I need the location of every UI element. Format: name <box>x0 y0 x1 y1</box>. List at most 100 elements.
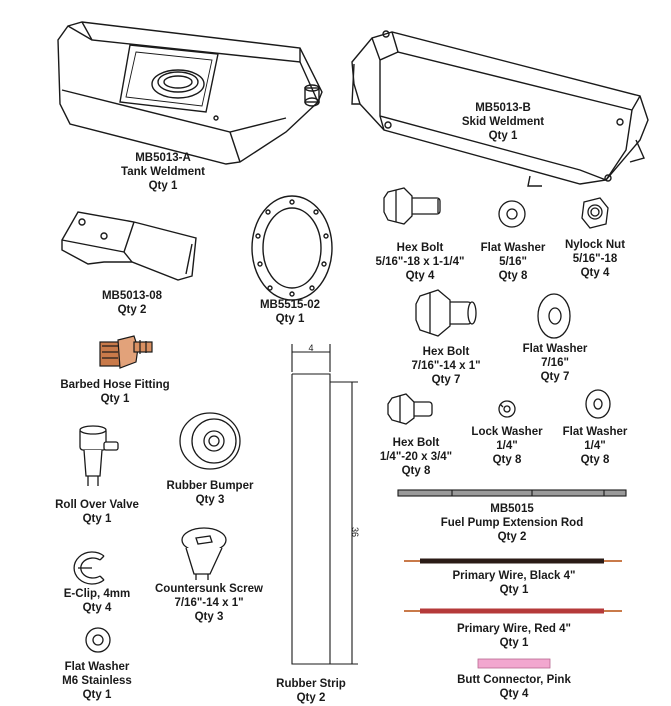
label-hex-bolt-7-16: Hex Bolt 7/16"-14 x 1" Qty 7 <box>396 345 496 387</box>
hex-bolt-7-16-drawing <box>415 289 477 337</box>
part-size: M6 Stainless <box>62 675 132 687</box>
part-qty: Qty 3 <box>194 611 224 623</box>
fuel-pump-extension-rod-drawing <box>397 489 627 497</box>
part-name: Skid Weldment <box>461 116 545 128</box>
gasket-drawing <box>251 195 333 301</box>
label-barbed-hose-fitting: Barbed Hose Fitting Qty 1 <box>50 378 180 406</box>
label-tank-weldment: MB5013-A Tank Weldment Qty 1 <box>98 151 228 193</box>
label-hex-bolt-1-4: Hex Bolt 1/4"-20 x 3/4" Qty 8 <box>364 436 468 478</box>
label-flat-washer-7-16: Flat Washer 7/16" Qty 7 <box>512 342 598 384</box>
label-nylock-nut: Nylock Nut 5/16"-18 Qty 4 <box>552 238 638 280</box>
part-name: Roll Over Valve <box>55 499 139 511</box>
part-qty: Qty 1 <box>100 393 130 405</box>
strip-width-dimension: 4 <box>308 343 314 353</box>
hex-bolt-5-16-drawing <box>383 187 441 225</box>
label-skid-weldment: MB5013-B Skid Weldment Qty 1 <box>438 101 568 143</box>
butt-connector-drawing <box>477 658 551 669</box>
part-qty: Qty 1 <box>499 637 529 649</box>
part-name: Rubber Bumper <box>166 480 254 492</box>
part-qty: Qty 7 <box>431 374 461 386</box>
part-qty: Qty 1 <box>82 513 112 525</box>
part-name: Primary Wire, Black 4" <box>452 570 576 582</box>
part-qty: Qty 2 <box>117 304 147 316</box>
lock-washer-drawing <box>498 400 516 418</box>
part-qty: Qty 7 <box>540 371 570 383</box>
part-qty: Qty 4 <box>580 267 610 279</box>
part-number: MB5515-02 <box>259 299 321 311</box>
part-number: MB5013-A <box>135 152 191 164</box>
label-flat-washer-5-16: Flat Washer 5/16" Qty 8 <box>470 241 556 283</box>
label-hex-bolt-5-16: Hex Bolt 5/16"-18 x 1-1/4" Qty 4 <box>364 241 476 283</box>
part-name: Fuel Pump Extension Rod <box>440 517 584 529</box>
label-lock-washer: Lock Washer 1/4" Qty 8 <box>464 425 550 467</box>
rubber-bumper-drawing <box>179 412 241 470</box>
barbed-hose-fitting-drawing <box>99 335 153 369</box>
part-number: MB5015 <box>490 503 534 515</box>
part-qty: Qty 2 <box>497 531 527 543</box>
part-size: 1/4"-20 x 3/4" <box>379 451 453 463</box>
label-rubber-strip: Rubber Strip Qty 2 <box>266 677 356 705</box>
label-roll-over-valve: Roll Over Valve Qty 1 <box>44 498 150 526</box>
roll-over-valve-drawing <box>79 425 119 486</box>
part-name: Flat Washer <box>480 242 546 254</box>
rubber-strip-drawing <box>291 344 358 665</box>
part-qty: Qty 4 <box>82 602 112 614</box>
label-bracket: MB5013-08 Qty 2 <box>82 289 182 317</box>
label-gasket: MB5515-02 Qty 1 <box>240 298 340 326</box>
part-size: 5/16"-18 x 1-1/4" <box>375 256 465 268</box>
label-primary-wire-black: Primary Wire, Black 4" Qty 1 <box>426 569 602 597</box>
part-size: 7/16"-14 x 1" <box>174 597 244 609</box>
part-name: E-Clip, 4mm <box>63 588 131 600</box>
flat-washer-5-16-drawing <box>498 200 526 228</box>
part-qty: Qty 1 <box>148 180 178 192</box>
label-flat-washer-m6: Flat Washer M6 Stainless Qty 1 <box>52 660 142 702</box>
part-qty: Qty 1 <box>275 313 305 325</box>
part-qty: Qty 1 <box>499 584 529 596</box>
part-number: MB5013-08 <box>101 290 163 302</box>
part-name: Flat Washer <box>522 343 588 355</box>
tank-weldment-drawing <box>57 21 323 165</box>
part-qty: Qty 8 <box>580 454 610 466</box>
part-name: Barbed Hose Fitting <box>60 379 170 391</box>
part-name: Flat Washer <box>64 661 130 673</box>
part-size: 7/16" <box>541 357 569 369</box>
skid-weldment-drawing <box>351 30 649 187</box>
label-rubber-bumper: Rubber Bumper Qty 3 <box>156 479 264 507</box>
e-clip-drawing <box>73 551 105 585</box>
part-qty: Qty 4 <box>499 688 529 700</box>
part-qty: Qty 1 <box>82 689 112 701</box>
flat-washer-1-4-drawing <box>585 389 611 419</box>
part-number: MB5013-B <box>475 102 531 114</box>
label-e-clip: E-Clip, 4mm Qty 4 <box>52 587 142 615</box>
part-qty: Qty 1 <box>488 130 518 142</box>
part-name: Tank Weldment <box>121 166 205 178</box>
part-name: Hex Bolt <box>422 346 470 358</box>
hex-bolt-1-4-drawing <box>387 393 433 425</box>
part-name: Rubber Strip <box>276 678 346 690</box>
part-qty: Qty 8 <box>492 454 522 466</box>
part-name: Nylock Nut <box>564 239 626 251</box>
label-flat-washer-1-4: Flat Washer 1/4" Qty 8 <box>552 425 638 467</box>
part-name: Countersunk Screw <box>155 583 263 595</box>
part-name: Hex Bolt <box>396 242 444 254</box>
part-name: Primary Wire, Red 4" <box>456 623 571 635</box>
label-butt-connector: Butt Connector, Pink Qty 4 <box>440 673 588 701</box>
part-name: Flat Washer <box>562 426 628 438</box>
part-qty: Qty 2 <box>296 692 326 704</box>
label-countersunk-screw: Countersunk Screw 7/16"-14 x 1" Qty 3 <box>146 582 272 624</box>
part-size: 7/16"-14 x 1" <box>411 360 481 372</box>
bracket-drawing <box>61 211 197 281</box>
label-primary-wire-red: Primary Wire, Red 4" Qty 1 <box>430 622 598 650</box>
part-size: 5/16"-18 <box>572 253 618 265</box>
part-size: 5/16" <box>499 256 527 268</box>
part-qty: Qty 3 <box>195 494 225 506</box>
part-qty: Qty 8 <box>498 270 528 282</box>
part-name: Hex Bolt <box>392 437 440 449</box>
part-name: Butt Connector, Pink <box>457 674 571 686</box>
countersunk-screw-drawing <box>181 527 227 580</box>
part-size: 1/4" <box>584 440 606 452</box>
nylock-nut-drawing <box>581 197 609 229</box>
part-name: Lock Washer <box>471 426 543 438</box>
strip-length-dimension: 36 <box>350 526 360 537</box>
